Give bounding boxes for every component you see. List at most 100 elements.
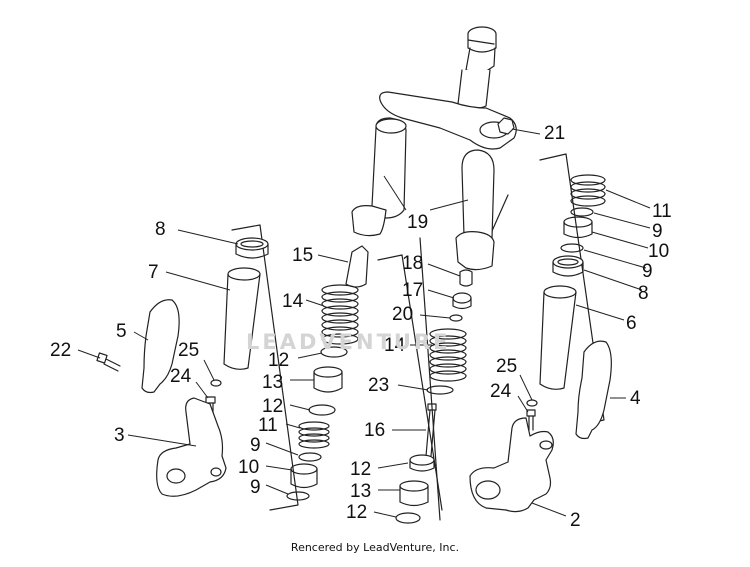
washer-part-20 — [449, 314, 463, 322]
callout-25-left: 25 — [178, 340, 200, 361]
leader-23 — [397, 384, 429, 391]
leader-25-left — [203, 359, 215, 381]
spring-part-11-right — [570, 174, 606, 207]
fork-guard-part-4 — [575, 340, 612, 440]
callout-9-a: 9 — [250, 435, 261, 456]
callout-12-c: 12 — [350, 459, 372, 480]
callout-24-left: 24 — [170, 366, 192, 387]
bolt-part-24-right — [526, 409, 536, 431]
callout-25-right: 25 — [496, 356, 518, 377]
callout-2: 2 — [570, 510, 581, 531]
spring-part-14-left — [321, 284, 359, 345]
leader-3 — [127, 434, 197, 447]
callout-4: 4 — [630, 388, 641, 409]
leader-6 — [575, 304, 625, 321]
fork-tube-part-6 — [539, 285, 577, 390]
callout-5: 5 — [116, 321, 127, 342]
washer-part-12-a — [320, 346, 348, 358]
bushing-part-10-left — [290, 463, 318, 489]
callout-18: 18 — [402, 253, 424, 274]
callout-21: 21 — [544, 123, 566, 144]
callout-9-d: 9 — [642, 261, 653, 282]
callout-9-c: 9 — [652, 221, 663, 242]
leader-17 — [427, 289, 455, 299]
callout-23: 23 — [368, 375, 390, 396]
leader-12-d — [373, 511, 397, 518]
callout-20: 20 — [392, 304, 414, 325]
leader-7 — [165, 271, 231, 291]
leader-22 — [77, 349, 101, 359]
bushing-part-13-lower — [399, 480, 429, 507]
callout-6: 6 — [626, 313, 637, 334]
leader-8-left — [177, 229, 239, 245]
watermark: LEADVENTURE — [246, 330, 451, 354]
fork-slider-part-3 — [156, 397, 227, 497]
washer-part-12-b — [308, 404, 336, 416]
washer-part-9-left-a — [298, 452, 322, 462]
washer-part-12-lower — [395, 512, 421, 524]
callout-13-a: 13 — [262, 372, 284, 393]
washer-part-25-left — [210, 379, 222, 387]
leader-11-right — [605, 189, 651, 209]
callout-7: 7 — [148, 262, 159, 283]
washer-part-9-right-a — [570, 207, 594, 217]
seal-part-8-right — [552, 255, 584, 277]
assembly-bracket-left — [231, 224, 299, 511]
leader-11-left — [285, 423, 301, 429]
callout-11-right: 11 — [652, 201, 672, 222]
fork-crown-part-19 — [351, 91, 517, 271]
assembly-axis-center — [419, 237, 441, 521]
bushing-part-18 — [459, 269, 473, 287]
leader-10-left — [265, 465, 293, 471]
washer-part-25-right — [526, 399, 538, 407]
bushing-part-13 — [313, 366, 343, 393]
damper-rod-part-16 — [409, 403, 437, 472]
fork-guard-part-5 — [141, 299, 180, 394]
leader-5 — [133, 331, 149, 341]
callout-10-right: 10 — [648, 241, 670, 262]
spring-part-11-left — [298, 421, 330, 449]
leader-2 — [531, 502, 567, 517]
callout-15: 15 — [292, 245, 314, 266]
nut-part-17 — [452, 292, 472, 310]
leader-21 — [511, 128, 541, 135]
leader-18 — [427, 263, 461, 277]
callout-14-right: 14 — [384, 335, 406, 356]
leader-9-b — [265, 484, 289, 495]
callout-22: 22 — [50, 340, 72, 361]
callout-11-left: 11 — [258, 415, 278, 436]
leader-9-c — [593, 212, 651, 229]
callout-9-b: 9 — [250, 477, 261, 498]
callout-13-b: 13 — [350, 481, 372, 502]
steering-stem-part — [457, 26, 497, 110]
callout-12-d: 12 — [346, 502, 368, 523]
leader-20 — [419, 314, 451, 319]
leader-12-c — [377, 462, 409, 469]
leader-25-right — [519, 374, 533, 401]
spring-part-14-right — [429, 328, 467, 382]
leader-12-a — [297, 352, 323, 359]
callout-8-right: 8 — [638, 283, 649, 304]
leader-24-left — [195, 381, 209, 399]
fork-tube-part-7 — [223, 267, 261, 370]
leader-19-b — [429, 199, 469, 211]
washer-part-9-right-b — [560, 243, 584, 253]
callout-8-left: 8 — [155, 219, 166, 240]
leader-15 — [317, 254, 349, 263]
leader-9-a — [265, 442, 299, 456]
bushing-part-10-right — [563, 216, 593, 239]
washer-part-9-left-b — [286, 491, 310, 501]
leader-14-a — [305, 299, 325, 307]
leader-12-b — [289, 404, 311, 411]
leader-19-a — [383, 175, 407, 211]
callout-19: 19 — [407, 212, 429, 233]
callout-10-left: 10 — [238, 457, 260, 478]
nut-part-21 — [497, 117, 515, 135]
footer-credit: Rencered by LeadVenture, Inc. — [290, 541, 460, 554]
callout-16: 16 — [364, 420, 386, 441]
callout-12-b: 12 — [262, 396, 284, 417]
callout-3: 3 — [114, 425, 125, 446]
callout-12-a: 12 — [268, 350, 290, 371]
callout-24-right: 24 — [490, 381, 512, 402]
